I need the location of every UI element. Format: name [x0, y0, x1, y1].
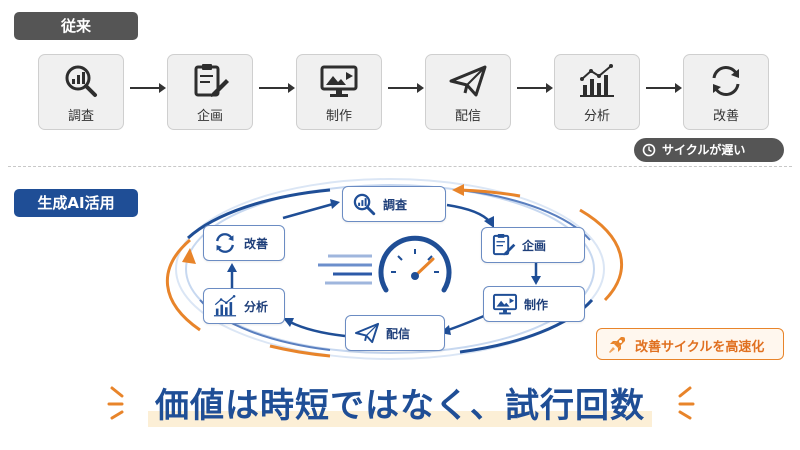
magnifier-chart-icon: [353, 193, 376, 216]
monitor-media-icon: [320, 65, 358, 97]
rocket-icon: [609, 337, 625, 353]
clipboard-pencil-icon: [194, 64, 229, 97]
legacy-step-survey: 調査: [38, 54, 124, 130]
emphasis-marks-right: [678, 386, 695, 420]
legacy-step-label: 分析: [583, 109, 610, 124]
bar-trend-icon: [213, 294, 237, 317]
arrow-right-icon: [388, 83, 424, 93]
legacy-step-produce: 制作: [296, 54, 382, 130]
legacy-step-label: 調査: [67, 109, 94, 124]
cycle-arrows-icon: [712, 66, 740, 96]
slow-cycle-badge: サイクルが遅い: [634, 138, 784, 162]
arrow-right-icon: [646, 83, 682, 93]
legacy-step-label: 企画: [196, 109, 223, 124]
cycle-node-survey: 調査: [342, 186, 446, 222]
speedometer-icon: [378, 235, 452, 293]
fast-cycle-text: 改善サイクルを高速化: [635, 340, 765, 355]
ai-section-tag: 生成AI活用: [14, 189, 138, 217]
bar-trend-icon: [580, 64, 614, 97]
legacy-step-deliver: 配信: [425, 54, 511, 130]
clipboard-pencil-icon: [492, 233, 516, 256]
cycle-arrows-icon: [216, 233, 234, 253]
monitor-media-icon: [492, 293, 518, 315]
legacy-section-tag: 従来: [14, 12, 138, 40]
cycle-node-label: 制作: [524, 298, 549, 312]
cycle-node-produce: 制作: [483, 286, 585, 322]
paper-plane-icon: [354, 322, 380, 344]
legacy-step-label: 改善: [712, 109, 739, 124]
legacy-step-analyze: 分析: [554, 54, 640, 130]
legacy-step-plan: 企画: [167, 54, 253, 130]
cycle-node-improve: 改善: [203, 225, 285, 261]
section-divider: [8, 166, 792, 167]
headline-highlight: [148, 411, 652, 427]
legacy-step-label: 配信: [454, 109, 481, 124]
arrow-right-icon: [130, 83, 166, 93]
cycle-orbit-graphic: [165, 178, 624, 360]
legacy-step-label: 制作: [325, 109, 352, 124]
cycle-node-analyze: 分析: [203, 288, 285, 324]
clock-icon: [642, 143, 656, 157]
headline: 価値は時短ではなく、試行回数: [130, 380, 670, 432]
emphasis-marks-left: [107, 386, 124, 420]
cycle-node-label: 分析: [244, 300, 269, 314]
legacy-step-improve: 改善: [683, 54, 769, 130]
arrow-right-icon: [517, 83, 553, 93]
paper-plane-icon: [449, 65, 487, 97]
fast-cycle-badge: 改善サイクルを高速化: [596, 328, 784, 360]
cycle-node-label: 配信: [386, 327, 411, 341]
cycle-node-label: 調査: [383, 198, 408, 212]
arrow-right-icon: [259, 83, 295, 93]
cycle-node-deliver: 配信: [345, 315, 445, 351]
magnifier-chart-icon: [65, 65, 97, 97]
cycle-node-label: 改善: [244, 237, 269, 251]
headline-text: 価値は時短ではなく、試行回数: [155, 386, 645, 426]
cycle-node-label: 企画: [522, 239, 547, 253]
slow-cycle-text: サイクルが遅い: [662, 143, 746, 157]
cycle-node-plan: 企画: [481, 227, 585, 263]
